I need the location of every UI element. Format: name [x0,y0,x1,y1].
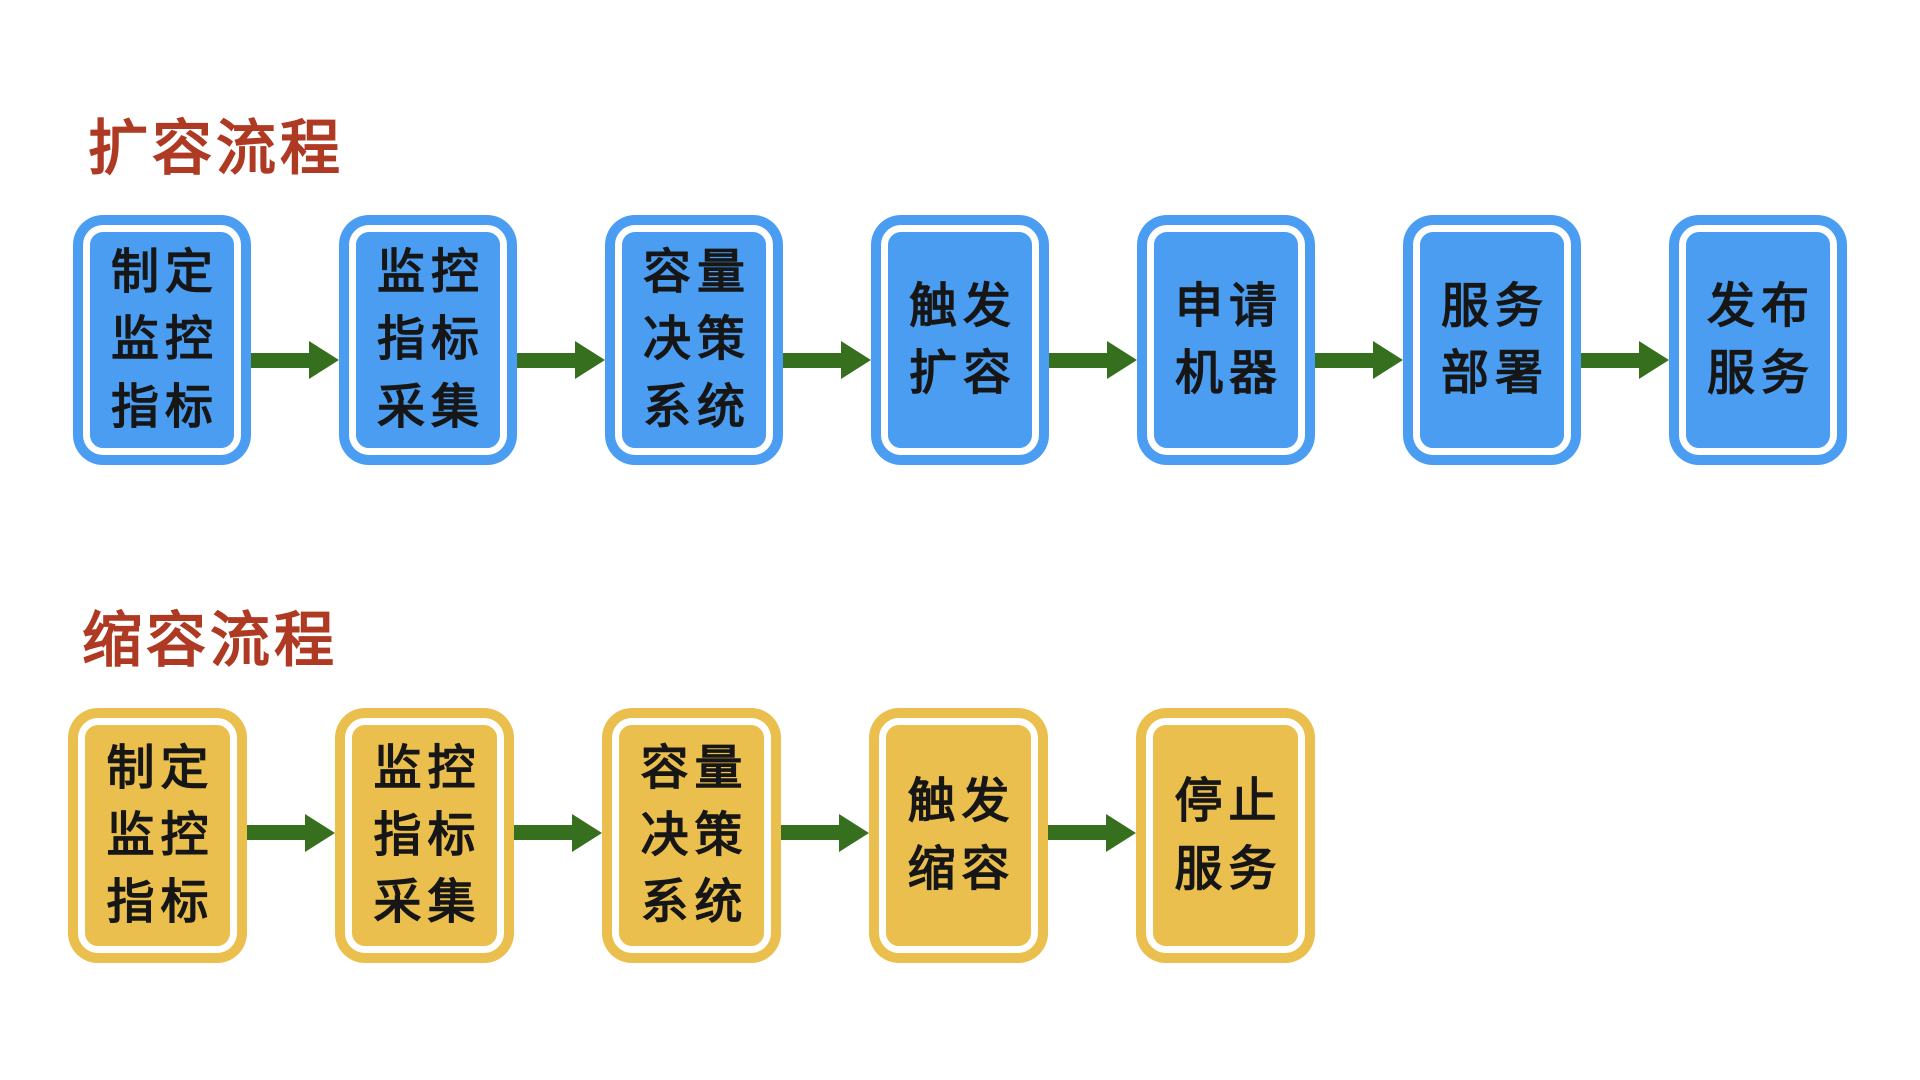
step-define-monitoring-metrics: 制定 监控 指标 [73,215,251,465]
arrow-right-icon [247,813,335,852]
arrow-right-icon [1048,813,1136,852]
step-label-line: 触发 [908,279,1017,333]
arrow-right-icon [514,813,602,852]
step-label-line: 容量 [642,246,751,300]
expand-flow-row: 制定 监控 指标 监控 指标 采集 容量 决策 系统 触发 [73,215,1847,465]
step-label: 发布 服务 [1701,273,1815,407]
step-label: 容量 决策 系统 [634,735,748,937]
step-label-line: 服务 [1440,279,1549,333]
arrow-right-icon [517,341,605,379]
step-label: 触发 扩容 [903,273,1017,407]
arrow-head [841,341,871,379]
step-define-monitoring-metrics: 制定 监控 指标 [68,708,247,963]
step-label: 制定 监控 指标 [105,239,219,441]
step-stop-service: 停止 服务 [1136,708,1315,963]
arrow-head [309,341,339,379]
step-metrics-collection: 监控 指标 采集 [335,708,514,963]
step-label-line: 制定 [106,741,215,795]
step-label-line: 系统 [642,380,751,434]
arrow-right-icon [1049,341,1137,379]
step-label: 申请 机器 [1169,273,1283,407]
step-label-line: 发布 [1706,279,1815,333]
step-service-deployment: 服务 部署 [1403,215,1581,465]
step-label: 制定 监控 指标 [100,735,214,937]
step-label-line: 监控 [110,313,219,367]
step-trigger-scale-out: 触发 扩容 [871,215,1049,465]
step-label: 触发 缩容 [901,768,1015,902]
shrink-flow-title: 缩容流程 [82,607,338,674]
step-label-line: 指标 [373,808,482,862]
step-capacity-decision-system: 容量 决策 系统 [605,215,783,465]
step-label-line: 决策 [642,313,751,367]
step-label-line: 申请 [1174,279,1283,333]
step-label-line: 容量 [640,741,749,795]
step-label-line: 指标 [110,380,219,434]
arrow-head [575,341,605,379]
arrow-head [305,813,335,852]
step-label-line: 部署 [1440,347,1549,400]
step-label: 监控 指标 采集 [367,735,481,937]
step-label-line: 服务 [1174,842,1283,896]
shrink-flow-row: 制定 监控 指标 监控 指标 采集 容量 决策 系统 触发 [68,708,1315,963]
step-label-line: 缩容 [907,842,1016,896]
arrow-shaft [1315,352,1373,368]
arrow-shaft [783,352,841,368]
arrow-head [1107,341,1137,379]
step-label-line: 采集 [376,380,485,434]
step-label: 停止 服务 [1168,768,1282,902]
arrow-shaft [247,825,305,840]
step-label-line: 指标 [106,876,215,930]
step-trigger-scale-in: 触发 缩容 [869,708,1048,963]
step-label-line: 触发 [907,775,1016,829]
step-label-line: 扩容 [908,347,1017,400]
arrow-shaft [251,352,309,368]
arrow-right-icon [1315,341,1403,379]
step-publish-service: 发布 服务 [1669,215,1847,465]
step-request-machines: 申请 机器 [1137,215,1315,465]
expand-flow-title: 扩容流程 [88,115,344,182]
arrow-shaft [1049,352,1107,368]
arrow-head [1639,341,1669,379]
arrow-right-icon [783,341,871,379]
arrow-head [839,813,869,852]
step-metrics-collection: 监控 指标 采集 [339,215,517,465]
arrow-right-icon [251,341,339,379]
step-label-line: 指标 [376,313,485,367]
arrow-shaft [781,825,839,840]
step-label: 容量 决策 系统 [637,239,751,441]
step-label-line: 监控 [373,741,482,795]
arrow-head [572,813,602,852]
arrow-head [1106,813,1136,852]
step-label-line: 制定 [110,246,219,300]
step-label: 服务 部署 [1435,273,1549,407]
step-label-line: 监控 [106,808,215,862]
step-label: 监控 指标 采集 [371,239,485,441]
step-capacity-decision-system: 容量 决策 系统 [602,708,781,963]
arrow-shaft [1581,352,1639,368]
step-label-line: 系统 [640,876,749,930]
step-label-line: 服务 [1706,347,1815,400]
arrow-right-icon [1581,341,1669,379]
arrow-shaft [517,352,575,368]
arrow-head [1373,341,1403,379]
step-label-line: 停止 [1174,775,1283,829]
step-label-line: 机器 [1174,347,1283,400]
arrow-right-icon [781,813,869,852]
step-label-line: 采集 [373,876,482,930]
step-label-line: 决策 [640,808,749,862]
arrow-shaft [514,825,572,840]
arrow-shaft [1048,825,1106,840]
step-label-line: 监控 [376,246,485,300]
